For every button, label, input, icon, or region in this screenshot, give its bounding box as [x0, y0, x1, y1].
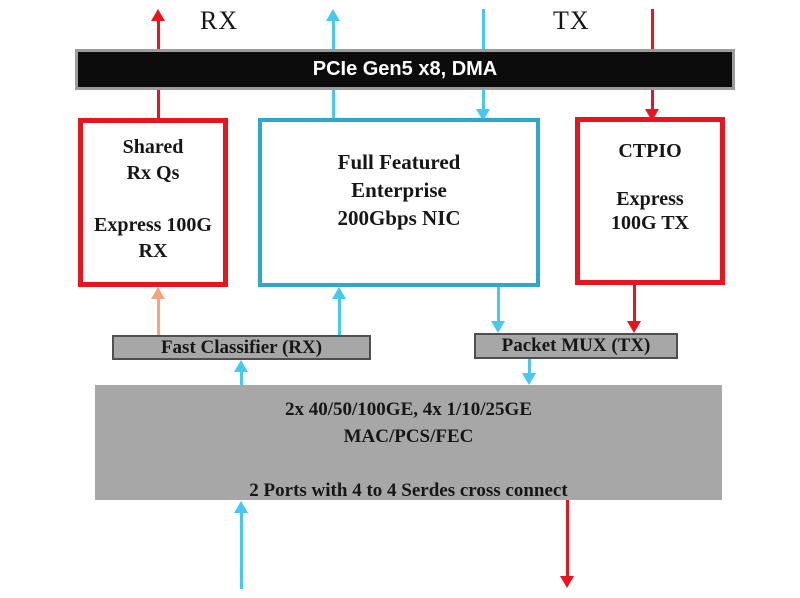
enterprise-nic-text: Full Featured — [337, 150, 461, 174]
mac-pcs-fec-box: 2x 40/50/100GE, 4x 1/10/25GE MAC/PCS/FEC… — [95, 385, 722, 501]
nic-to-mux-arrow — [491, 287, 505, 333]
shared-rx-qs-box: Shared Rx Qs Express 100G RX — [78, 118, 228, 287]
packet-mux-box: Packet MUX (TX) — [474, 333, 678, 359]
host-to-ctpio-line — [651, 9, 654, 50]
classifier-to-nic-arrow — [332, 287, 346, 335]
shared-rx-qs-text: Shared — [122, 136, 184, 158]
classifier-to-shared-rx-arrow — [151, 287, 165, 335]
mux-to-mac-arrow — [522, 359, 536, 385]
ctpio-to-mux-arrow — [627, 285, 641, 333]
ctpio-text: CTPIO — [618, 140, 682, 162]
mac-to-classifier-arrow — [234, 360, 248, 385]
mac-to-wire-arrow — [560, 500, 574, 588]
packet-mux-label: Packet MUX (TX) — [501, 335, 651, 356]
host-to-nic-line — [482, 9, 485, 50]
mac-pcs-fec-text: 2x 40/50/100GE, 4x 1/10/25GE — [284, 399, 533, 420]
fast-classifier-label: Fast Classifier (RX) — [160, 337, 323, 358]
rx-direction-label: RX — [200, 6, 239, 35]
fast-classifier-box: Fast Classifier (RX) — [112, 335, 371, 360]
pcie-dma-label: PCIe Gen5 x8, DMA — [312, 58, 498, 80]
enterprise-nic-box: Full Featured Enterprise 200Gbps NIC — [258, 118, 540, 287]
nic-to-host-arrow — [326, 9, 340, 50]
pcie-to-nic-arrow — [476, 90, 490, 121]
wire-to-mac-arrow — [234, 501, 248, 589]
ctpio-box: CTPIO Express 100G TX — [575, 117, 725, 285]
nic-to-pcie-line — [332, 90, 335, 118]
rx-to-host-arrow — [151, 9, 165, 50]
shared-rx-to-pcie-line — [157, 90, 160, 118]
tx-direction-label: TX — [553, 6, 590, 35]
pcie-dma-bar: PCIe Gen5 x8, DMA — [75, 49, 735, 90]
